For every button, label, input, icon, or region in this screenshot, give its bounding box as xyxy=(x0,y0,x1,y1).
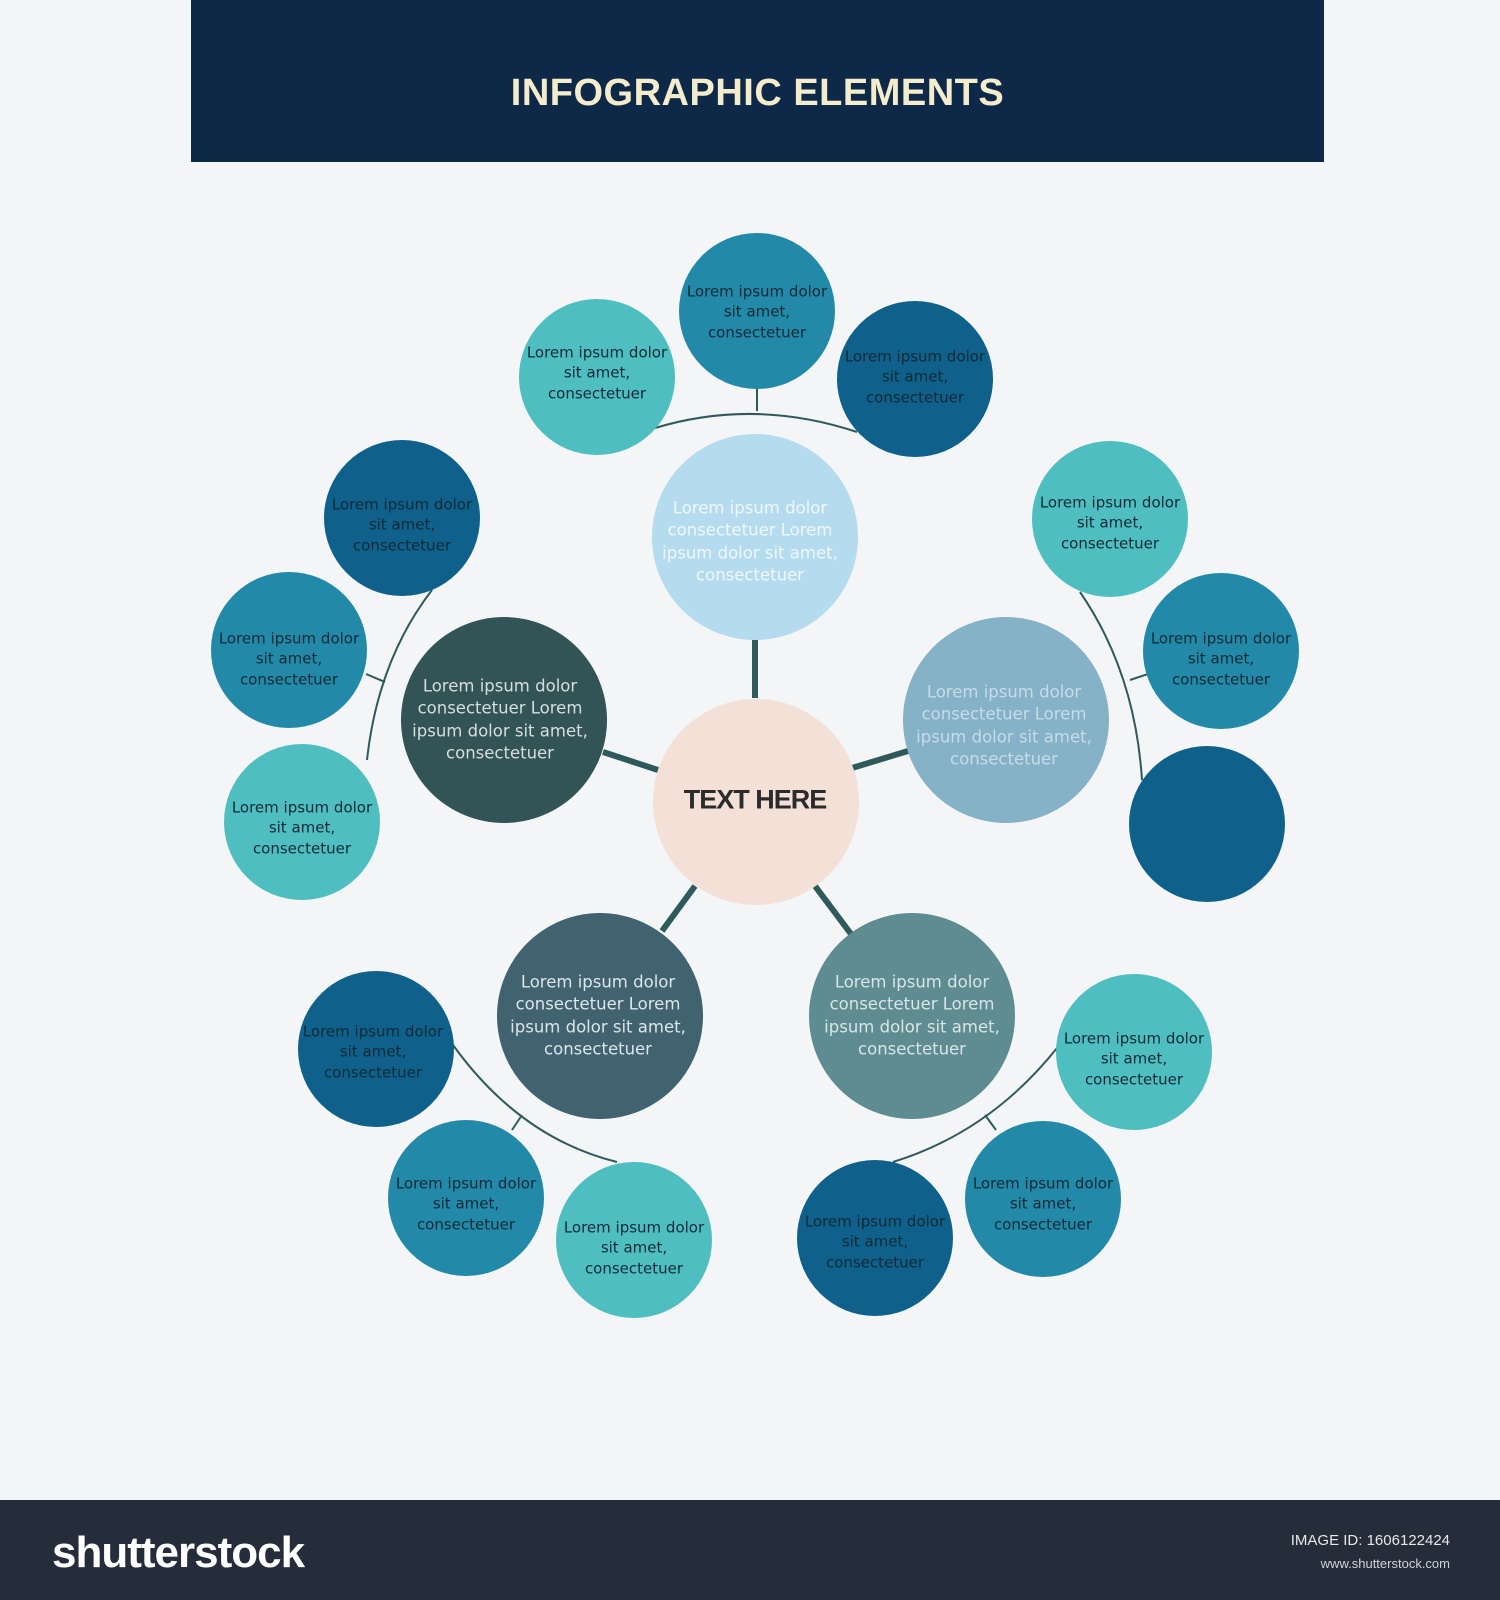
hub-left xyxy=(401,617,607,823)
leaf-bottom-right-3 xyxy=(797,1160,953,1316)
spoke-left xyxy=(602,749,659,773)
leaf-right-1-text: Lorem ipsum dolor sit amet, consectetuer xyxy=(1039,493,1181,553)
leaf-connectors xyxy=(365,388,1149,1163)
hub-right-text: Lorem ipsum dolor consectetuer Lorem ips… xyxy=(916,682,1092,769)
leaf-left-2 xyxy=(211,572,367,728)
leaf-right-1 xyxy=(1032,441,1188,597)
header-banner: INFOGRAPHIC ELEMENTS xyxy=(191,0,1324,162)
leaf-bottom-left-1-text: Lorem ipsum dolor sit amet, consectetuer xyxy=(302,1022,444,1082)
leaf-right-3 xyxy=(1129,746,1285,902)
hub-bottom-right-text: Lorem ipsum dolor consectetuer Lorem ips… xyxy=(824,972,1000,1059)
hub-bottom-left-text: Lorem ipsum dolor consectetuer Lorem ips… xyxy=(510,972,686,1059)
tick-left xyxy=(365,673,386,683)
arc-top xyxy=(654,412,858,433)
leaf-left-1 xyxy=(324,440,480,596)
hub-bottom-left xyxy=(497,913,703,1119)
hub-top xyxy=(652,434,858,640)
page-title: INFOGRAPHIC ELEMENTS xyxy=(510,72,1005,114)
tick-bottom-right xyxy=(984,1114,997,1131)
arc-left xyxy=(366,589,433,761)
leaf-bottom-right-3-text: Lorem ipsum dolor sit amet, consectetuer xyxy=(804,1212,946,1272)
hub-bottom-right xyxy=(809,913,1015,1119)
leaf-left-3 xyxy=(224,744,380,900)
leaf-bottom-right-2-text: Lorem ipsum dolor sit amet, consectetuer xyxy=(972,1174,1114,1234)
tick-bottom-left xyxy=(511,1114,523,1131)
hub-right xyxy=(903,617,1109,823)
leaf-top-3-text: Lorem ipsum dolor sit amet, consectetuer xyxy=(844,347,986,407)
center-circle xyxy=(653,699,859,905)
leaf-left-2-text: Lorem ipsum dolor sit amet, consectetuer xyxy=(218,629,360,689)
leaf-top-3 xyxy=(837,301,993,457)
image-id: IMAGE ID: 1606122424 xyxy=(1290,1532,1450,1549)
brand-logo: shutterstock xyxy=(52,1528,305,1577)
leaf-bottom-left-3 xyxy=(556,1162,712,1318)
spoke-bottom-right xyxy=(812,884,854,936)
leaf-bottom-left-1 xyxy=(298,971,454,1127)
leaf-bottom-right-2 xyxy=(965,1121,1121,1277)
arc-right xyxy=(1079,591,1143,781)
leaf-bottom-right-1 xyxy=(1056,974,1212,1130)
leaf-top-1-text: Lorem ipsum dolor sit amet, consectetuer xyxy=(526,343,668,403)
leaf-left-1-text: Lorem ipsum dolor sit amet, consectetuer xyxy=(331,495,473,555)
hub-left-text: Lorem ipsum dolor consectetuer Lorem ips… xyxy=(412,676,588,763)
arc-bottom-right xyxy=(892,1047,1058,1163)
leaf-bottom-left-3-text: Lorem ipsum dolor sit amet, consectetuer xyxy=(563,1218,705,1278)
site-url: www.shutterstock.com xyxy=(1320,1556,1450,1571)
center-label: TEXT HERE xyxy=(683,784,828,815)
diagram-canvas xyxy=(211,233,1299,1318)
leaf-right-2 xyxy=(1143,573,1299,729)
leaf-bottom-right-1-text: Lorem ipsum dolor sit amet, consectetuer xyxy=(1063,1029,1205,1089)
leaf-top-1 xyxy=(519,299,675,455)
leaf-right-2-text: Lorem ipsum dolor sit amet, consectetuer xyxy=(1150,629,1292,689)
spoke-right xyxy=(851,748,909,771)
center-spokes xyxy=(602,640,909,936)
footer-bar: shutterstock IMAGE ID: 1606122424 www.sh… xyxy=(0,1500,1500,1600)
leaf-bottom-left-2-text: Lorem ipsum dolor sit amet, consectetuer xyxy=(395,1174,537,1234)
leaf-bottom-left-2 xyxy=(388,1120,544,1276)
hub-top-text: Lorem ipsum dolor consectetuer Lorem ips… xyxy=(662,498,838,585)
arc-bottom-left xyxy=(452,1044,618,1163)
leaf-top-2 xyxy=(679,233,835,389)
spoke-bottom-left xyxy=(659,884,698,933)
leaf-left-3-text: Lorem ipsum dolor sit amet, consectetuer xyxy=(231,798,373,858)
leaf-top-2-text: Lorem ipsum dolor sit amet, consectetuer xyxy=(686,282,828,342)
tick-right xyxy=(1129,673,1149,681)
